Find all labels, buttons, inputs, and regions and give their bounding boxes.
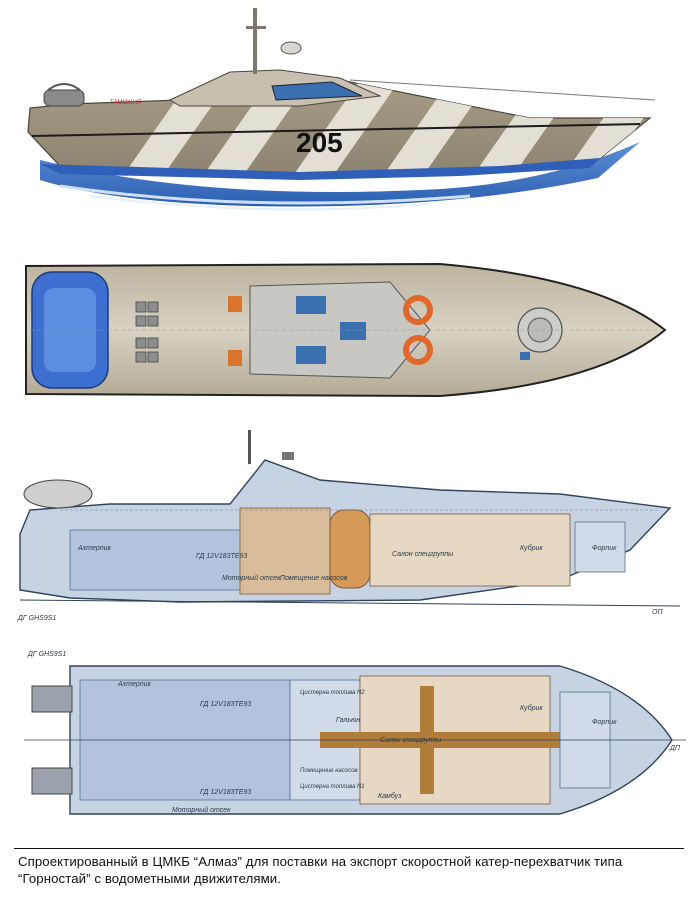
figure-caption: Спроектированный в ЦМКБ “Алмаз” для пост…	[18, 854, 623, 886]
plan-label-dp: ДП	[669, 745, 681, 752]
plan-label-pump-room: Помещение насосов	[300, 768, 358, 774]
label-pump-room: Помещение насосов	[280, 575, 348, 582]
plan-label-aft: Ахтерпик	[117, 681, 152, 688]
profile-section-drawing: Ахтерпик ГД 12V183TE93 Моторный отсек По…	[0, 430, 698, 625]
plan-label-generator: ДГ GHS9S1	[27, 651, 66, 658]
side-view-illustration: ТАМОЖНЯ 205	[0, 0, 698, 225]
plan-label-forepeak: Форпик	[592, 719, 617, 726]
deck-top-view-illustration	[0, 258, 698, 408]
life-ring-bottom	[403, 335, 433, 365]
label-aft: Ахтерпик	[77, 545, 112, 552]
plan-label-galley: Камбуз	[378, 792, 402, 800]
plan-label-engine-bottom: ГД 12V183TE93	[200, 789, 251, 796]
hull-number-text: 205	[296, 127, 343, 158]
label-forepeak: Форпик	[592, 545, 617, 552]
caption-divider	[14, 848, 684, 849]
plan-label-tank1: Цистерна топлива N1	[300, 784, 365, 790]
label-crew: Кубрик	[520, 544, 543, 552]
label-generator: ДГ GHS9S1	[17, 615, 56, 622]
label-engine-room: Моторный отсек	[222, 574, 281, 582]
plan-label-crew: Кубрик	[520, 704, 543, 712]
label-engine-model: ГД 12V183TE93	[196, 553, 247, 560]
hull-label-text: ТАМОЖНЯ	[110, 100, 141, 106]
plan-label-engine-room: Моторный отсек	[172, 806, 231, 814]
water-spray	[40, 142, 640, 207]
life-ring-top	[403, 295, 433, 325]
label-baseline: ОП	[652, 609, 663, 616]
plan-section-drawing: ДГ GHS9S1 Ахтерпик ГД 12V183TE93 ГД 12V1…	[0, 640, 698, 840]
plan-label-toilet: Гальюн	[336, 717, 360, 724]
plan-label-tank2: Цистерна топлива N2	[300, 690, 365, 696]
plan-label-engine-top: ГД 12V183TE93	[200, 701, 251, 708]
label-salon: Салон спецгруппы	[392, 551, 454, 558]
plan-label-salon: Салон спецгруппы	[380, 737, 442, 744]
